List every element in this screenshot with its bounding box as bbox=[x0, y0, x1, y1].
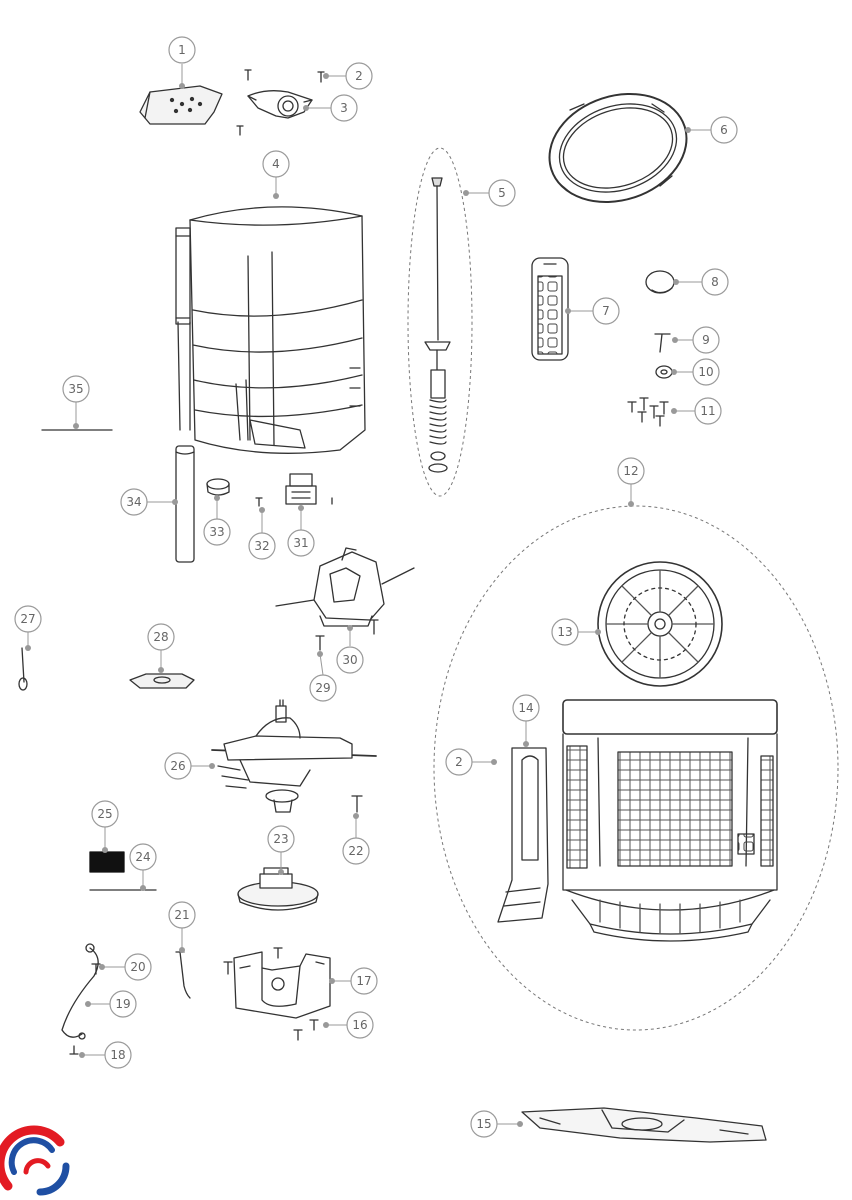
callout-7: 7 bbox=[602, 304, 610, 318]
part-screws-18-20 bbox=[69, 963, 101, 1055]
callout-13: 13 bbox=[557, 625, 572, 639]
callout-16: 16 bbox=[352, 1018, 367, 1032]
callout-17: 17 bbox=[356, 974, 371, 988]
callout-6: 6 bbox=[720, 123, 728, 137]
part-pin bbox=[18, 647, 28, 691]
callout-2-top: 2 bbox=[355, 69, 363, 83]
callout-8: 8 bbox=[711, 275, 719, 289]
group-outline-5 bbox=[407, 147, 473, 497]
group-outline-12 bbox=[433, 505, 839, 1031]
part-lint-filter bbox=[531, 257, 569, 361]
brand-logo bbox=[0, 1125, 70, 1196]
callout-27: 27 bbox=[20, 612, 35, 626]
callout-9: 9 bbox=[702, 333, 710, 347]
callout-15: 15 bbox=[476, 1117, 491, 1131]
part-side-panel bbox=[497, 747, 549, 923]
part-base-plate bbox=[521, 1107, 767, 1143]
part-inner-tub bbox=[562, 699, 778, 942]
callout-3: 3 bbox=[340, 101, 348, 115]
part-drain-hose bbox=[175, 321, 195, 563]
callout-20: 20 bbox=[130, 960, 145, 974]
callout-30: 30 bbox=[342, 653, 357, 667]
part-pulsator bbox=[597, 561, 723, 687]
part-coupling bbox=[237, 867, 319, 911]
callout-26: 26 bbox=[170, 759, 185, 773]
callout-11: 11 bbox=[700, 404, 715, 418]
callout-25: 25 bbox=[97, 807, 112, 821]
callout-21: 21 bbox=[174, 908, 189, 922]
part-motor-screws bbox=[315, 619, 379, 651]
callout-1: 1 bbox=[178, 43, 186, 57]
part-connector bbox=[285, 473, 317, 505]
callout-35: 35 bbox=[68, 382, 83, 396]
part-small-screw bbox=[255, 497, 333, 507]
callout-34: 34 bbox=[126, 495, 141, 509]
part-outer-tub bbox=[175, 206, 366, 454]
callout-19: 19 bbox=[115, 997, 130, 1011]
part-tub-ring bbox=[548, 93, 688, 203]
callout-24: 24 bbox=[135, 850, 150, 864]
part-label-25 bbox=[89, 851, 125, 873]
callout-22: 22 bbox=[348, 844, 363, 858]
part-screw-set bbox=[627, 397, 669, 427]
part-mount-bracket bbox=[233, 951, 331, 1019]
part-screws-16 bbox=[223, 947, 319, 1041]
part-gearbox bbox=[211, 699, 377, 813]
callout-14: 14 bbox=[518, 701, 533, 715]
part-dispenser bbox=[139, 85, 223, 125]
callout-33: 33 bbox=[209, 525, 224, 539]
part-cap bbox=[206, 478, 230, 496]
callout-23: 23 bbox=[273, 832, 288, 846]
callout-12: 12 bbox=[623, 464, 638, 478]
part-screw-9 bbox=[654, 333, 671, 353]
callout-4: 4 bbox=[272, 157, 280, 171]
callout-5: 5 bbox=[498, 186, 506, 200]
part-nut bbox=[655, 365, 673, 379]
callout-10: 10 bbox=[698, 365, 713, 379]
part-screws-top bbox=[236, 69, 325, 136]
part-bracket bbox=[247, 90, 313, 119]
part-bolt-22 bbox=[351, 795, 363, 813]
callout-18: 18 bbox=[110, 1048, 125, 1062]
part-cable-tie bbox=[175, 951, 191, 999]
callout-2-side: 2 bbox=[455, 755, 463, 769]
part-clutch-plate bbox=[129, 673, 195, 689]
part-motor bbox=[275, 547, 415, 627]
callout-31: 31 bbox=[293, 536, 308, 550]
callout-29: 29 bbox=[315, 681, 330, 695]
callout-28: 28 bbox=[153, 630, 168, 644]
part-wire-harness bbox=[61, 943, 99, 1040]
part-suspension-rod bbox=[424, 177, 451, 473]
callout-32: 32 bbox=[254, 539, 269, 553]
